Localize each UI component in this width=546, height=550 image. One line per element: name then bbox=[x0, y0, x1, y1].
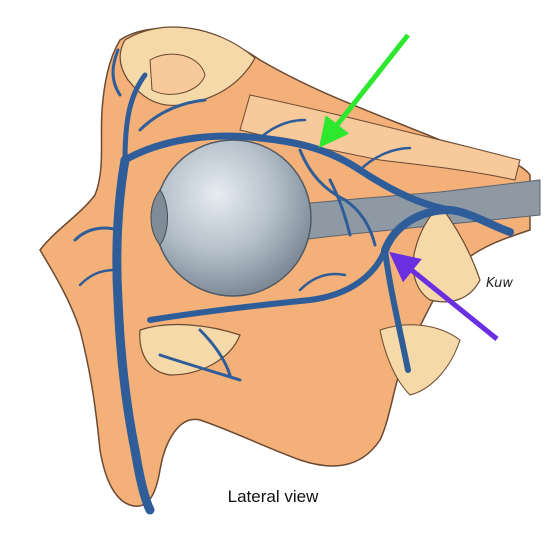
angular-facial-vein bbox=[112, 155, 155, 515]
superior-ophthalmic-vein bbox=[121, 132, 454, 214]
cornea bbox=[150, 189, 168, 246]
frontal-vein-branch bbox=[138, 98, 207, 132]
inferior-ophthalmic-vein bbox=[147, 247, 388, 323]
superior-ophthalmic-vein-arrow bbox=[318, 33, 410, 148]
vein-branch bbox=[73, 226, 120, 242]
veins bbox=[73, 48, 514, 515]
pterygoid-connection-vein bbox=[382, 247, 411, 373]
frontal-vein-branch-2 bbox=[111, 48, 122, 97]
vein-branch bbox=[298, 272, 347, 292]
vein-branch bbox=[198, 328, 232, 377]
maxillary-bone bbox=[139, 323, 241, 376]
eyeball bbox=[154, 139, 312, 297]
vein-branch bbox=[328, 178, 352, 237]
frontal-sinus bbox=[149, 53, 206, 95]
vein-branch bbox=[358, 146, 412, 172]
sign-label: Kuw bbox=[486, 276, 513, 291]
sphenoid-bone bbox=[412, 204, 481, 303]
vein-branch bbox=[78, 268, 117, 287]
figure-caption: Lateral view bbox=[227, 487, 319, 506]
vein-branch bbox=[158, 353, 242, 382]
cavernous-sinus-vein bbox=[381, 205, 514, 254]
optic-nerve bbox=[289, 179, 541, 241]
vein-branch bbox=[258, 118, 307, 140]
vein-branch bbox=[298, 148, 347, 202]
vein-branch bbox=[343, 198, 377, 247]
supraorbital-vein bbox=[122, 72, 148, 163]
inferior-ophthalmic-vein-arrow bbox=[389, 251, 499, 341]
